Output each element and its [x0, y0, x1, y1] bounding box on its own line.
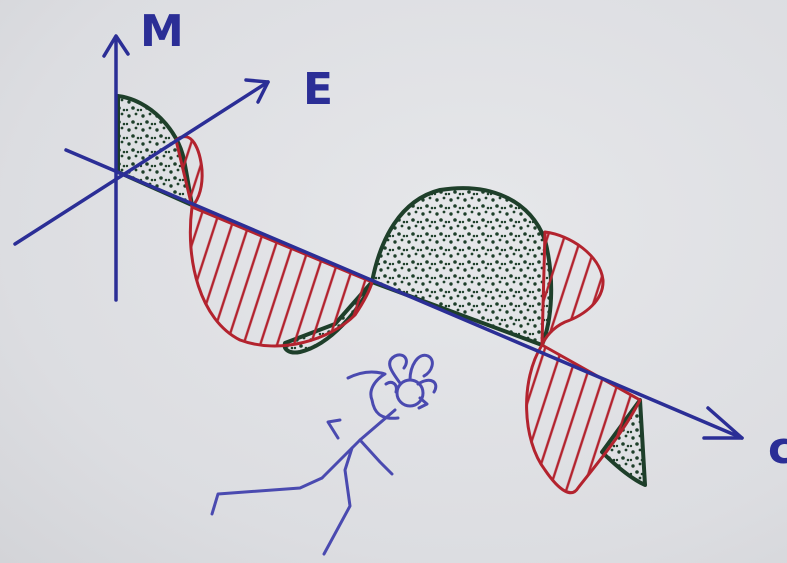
stick-figure-lower-arm	[328, 420, 392, 474]
magnetic-lobe-3	[372, 188, 551, 345]
propagation-axis-label: c	[768, 423, 787, 474]
m-axis-label: M	[140, 6, 184, 57]
stick-figure-back-leg	[212, 478, 322, 514]
e-axis-label: E	[303, 64, 333, 115]
propagation-axis-line	[66, 150, 742, 438]
electric-lobe-2	[190, 207, 372, 346]
electric-lobe-3	[542, 232, 603, 345]
electric-wave	[176, 137, 640, 493]
stick-figure-arms	[348, 372, 398, 418]
running-person-icon	[212, 355, 436, 554]
